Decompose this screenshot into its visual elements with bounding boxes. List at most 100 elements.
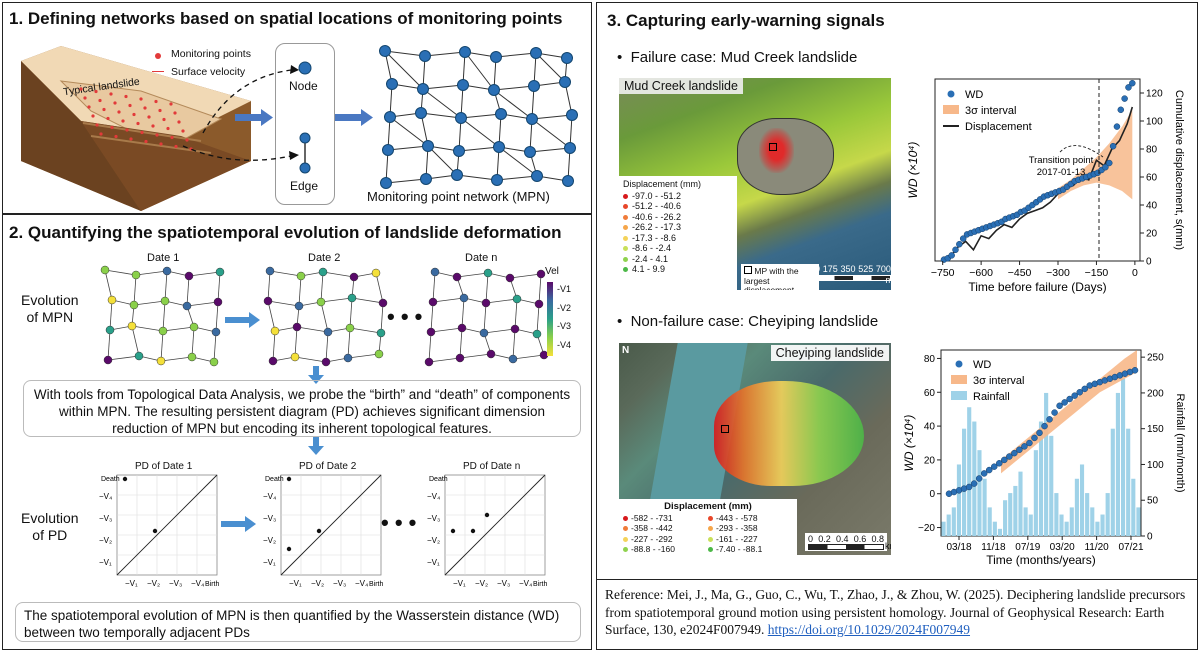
- mini-edge: [267, 270, 271, 302]
- pd-xtick: −V₂: [475, 579, 488, 588]
- blue-arrow-1: [235, 109, 273, 126]
- reference-doi-link[interactable]: https://doi.org/10.1029/2024F007949: [767, 622, 971, 637]
- chart2-wd-point: [996, 460, 1003, 467]
- map1-legend-item: -2.4 - 4.1: [623, 254, 733, 265]
- chart2-rain-bar: [982, 478, 987, 536]
- chart1-wd-point: [1106, 159, 1113, 167]
- map2-legend-item: -582 - -731: [623, 513, 708, 524]
- mini-edge: [509, 273, 542, 279]
- north-arrow-icon: N: [622, 345, 629, 356]
- map1-legend-item: -17.3 - -8.6: [623, 233, 733, 244]
- chart2-ytick-label: 80: [924, 354, 936, 365]
- chart2-xtick-label: 07/19: [1015, 542, 1040, 553]
- pd-ytick: −V₂: [263, 536, 276, 545]
- network-node: [451, 169, 463, 181]
- chart2-rain-bar: [962, 428, 967, 536]
- mini-node: [127, 321, 137, 331]
- chart1-xtick-label: −600: [969, 267, 993, 279]
- chart2-y2tick-label: 250: [1147, 353, 1164, 364]
- chart2-rain-bar: [987, 507, 992, 536]
- chart1-displacement-line: [942, 106, 1134, 262]
- mini-node: [209, 357, 219, 367]
- mini-node: [323, 327, 333, 337]
- network-node: [488, 84, 500, 96]
- network-edge: [464, 51, 495, 91]
- mini-edge: [109, 299, 113, 331]
- map1-legend-item: 4.1 - 9.9: [623, 264, 733, 275]
- pd-death-label: Death: [429, 476, 448, 483]
- monitoring-dot: [102, 107, 106, 112]
- chart2-wd-point: [1061, 399, 1068, 406]
- mini-node: [512, 294, 522, 304]
- monitoring-dot: [129, 137, 133, 141]
- mini-node: [486, 349, 496, 359]
- monitoring-dot: [121, 119, 125, 123]
- mini-edge: [375, 272, 384, 304]
- map2-scale-tick: 0: [808, 534, 814, 544]
- daten-label: Date n: [465, 252, 497, 264]
- network-edge: [422, 84, 464, 90]
- legend-dot: [623, 536, 628, 542]
- mini-edge: [213, 331, 217, 363]
- monitoring-dot: [125, 128, 129, 132]
- chart2-ytick-label: −20: [918, 523, 935, 534]
- chart1-ylabel: WD (×10⁴): [906, 142, 920, 199]
- case2-text: Non-failure case: Cheyiping landslide: [630, 313, 879, 330]
- network-edge: [529, 147, 571, 153]
- network-node: [531, 170, 543, 182]
- pd-xtick: −V₃: [497, 579, 510, 588]
- network-node: [419, 50, 431, 62]
- pd-death-label: Death: [265, 476, 284, 483]
- chart2-rain-bar: [1095, 521, 1100, 536]
- chart2-rain-bar: [1044, 392, 1049, 536]
- chart2-rain-bar: [1120, 378, 1126, 536]
- chart1-wd-point: [952, 246, 959, 254]
- chart1-wd-point: [1121, 95, 1128, 102]
- network-edge: [422, 88, 462, 119]
- chart2-xtick-label: 03/20: [1050, 542, 1075, 553]
- network-edge: [535, 52, 566, 83]
- vel-colorbar: [547, 282, 553, 356]
- mini-node: [349, 272, 359, 282]
- chart2-wd-point: [1011, 449, 1018, 457]
- pd2-title: PD of Date 2: [299, 461, 357, 472]
- chart2-wd-point: [1006, 453, 1013, 460]
- mini-edge: [104, 269, 137, 276]
- map1-legend-item: -97.0 - -51.2: [623, 191, 733, 202]
- mini-edge: [160, 330, 164, 362]
- chart1-annotation: Transition point: [1029, 155, 1094, 166]
- legend-dot: [623, 515, 628, 521]
- monitoring-dot: [99, 132, 103, 136]
- mini-edge: [322, 271, 355, 278]
- chart2-xtick-label: 11/18: [981, 542, 1006, 553]
- wd-description-box: The spatiotemporal evolution of MPN is t…: [15, 602, 581, 642]
- chart2-rain-bar: [1136, 507, 1141, 536]
- network-node: [420, 173, 432, 185]
- mini-node: [187, 352, 197, 362]
- chart2-rain-bar: [1033, 450, 1038, 536]
- chart2-y2tick-label: 200: [1147, 388, 1164, 399]
- pd-point: [470, 528, 476, 534]
- monitoring-dot: [181, 129, 185, 133]
- mini-edge: [294, 326, 298, 358]
- chart2-xlabel: Time (months/years): [986, 553, 1096, 567]
- mini-edge: [320, 301, 329, 333]
- pd-point: [286, 546, 292, 552]
- chart2-wd-point: [1066, 395, 1073, 403]
- chart2-wd-point: [1001, 456, 1008, 464]
- chart2-wd-point: [1041, 422, 1048, 430]
- mini-edge: [485, 298, 518, 304]
- monitoring-dot: [136, 121, 140, 126]
- case2-heading: • Non-failure case: Cheyiping landslide: [617, 313, 879, 330]
- date1-label: Date 1: [147, 252, 180, 264]
- chart2-rain-bar: [1131, 478, 1136, 536]
- pd-ytick: −V₄: [99, 492, 112, 501]
- chart1-wd-point: [1102, 163, 1109, 171]
- monitoring-dot: [139, 97, 143, 101]
- network-node: [457, 79, 469, 91]
- mini-node: [376, 328, 386, 338]
- dashed-arrows: [182, 65, 299, 161]
- mini-edge: [296, 326, 329, 333]
- vel-tick: -V2: [557, 302, 572, 313]
- mini-edge: [133, 300, 166, 306]
